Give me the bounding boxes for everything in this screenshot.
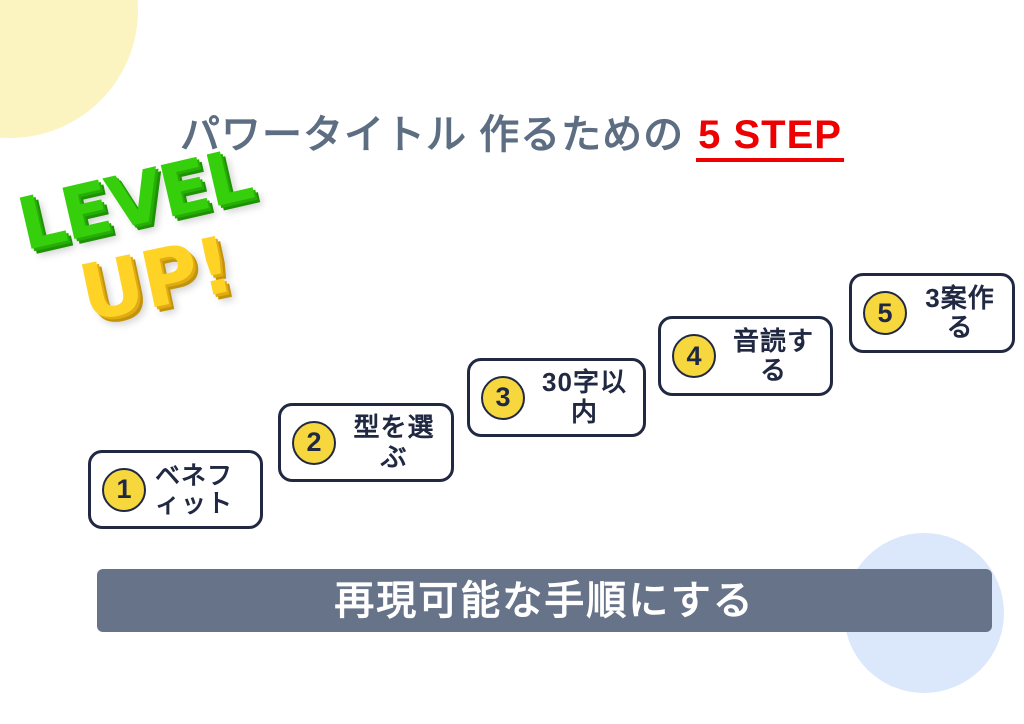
title-main: パワータイトル 作るための	[180, 113, 685, 157]
step-label: 音読する	[732, 325, 814, 385]
step-box-5: 5 3案作る	[849, 273, 1015, 353]
title-highlight: 5 STEP	[696, 113, 844, 162]
step-number-badge: 1	[102, 467, 146, 512]
step-label: 型を選ぶ	[353, 412, 435, 472]
banner-text: 再現可能な手順にする	[334, 578, 755, 623]
step-number-badge: 2	[292, 420, 336, 465]
step-label: ベネフ ィット	[155, 461, 234, 518]
step-box-4: 4 音読する	[658, 316, 833, 396]
bottom-banner: 再現可能な手順にする	[97, 569, 992, 632]
step-label: 30字以内	[542, 367, 627, 427]
step-label: 3案作る	[925, 282, 995, 342]
step-number-badge: 5	[863, 291, 907, 335]
step-box-1: 1 ベネフ ィット	[88, 450, 263, 529]
step-number-badge: 4	[672, 334, 716, 378]
step-number-badge: 3	[481, 375, 525, 420]
step-box-3: 3 30字以内	[467, 358, 646, 437]
step-box-2: 2 型を選ぶ	[278, 403, 454, 482]
